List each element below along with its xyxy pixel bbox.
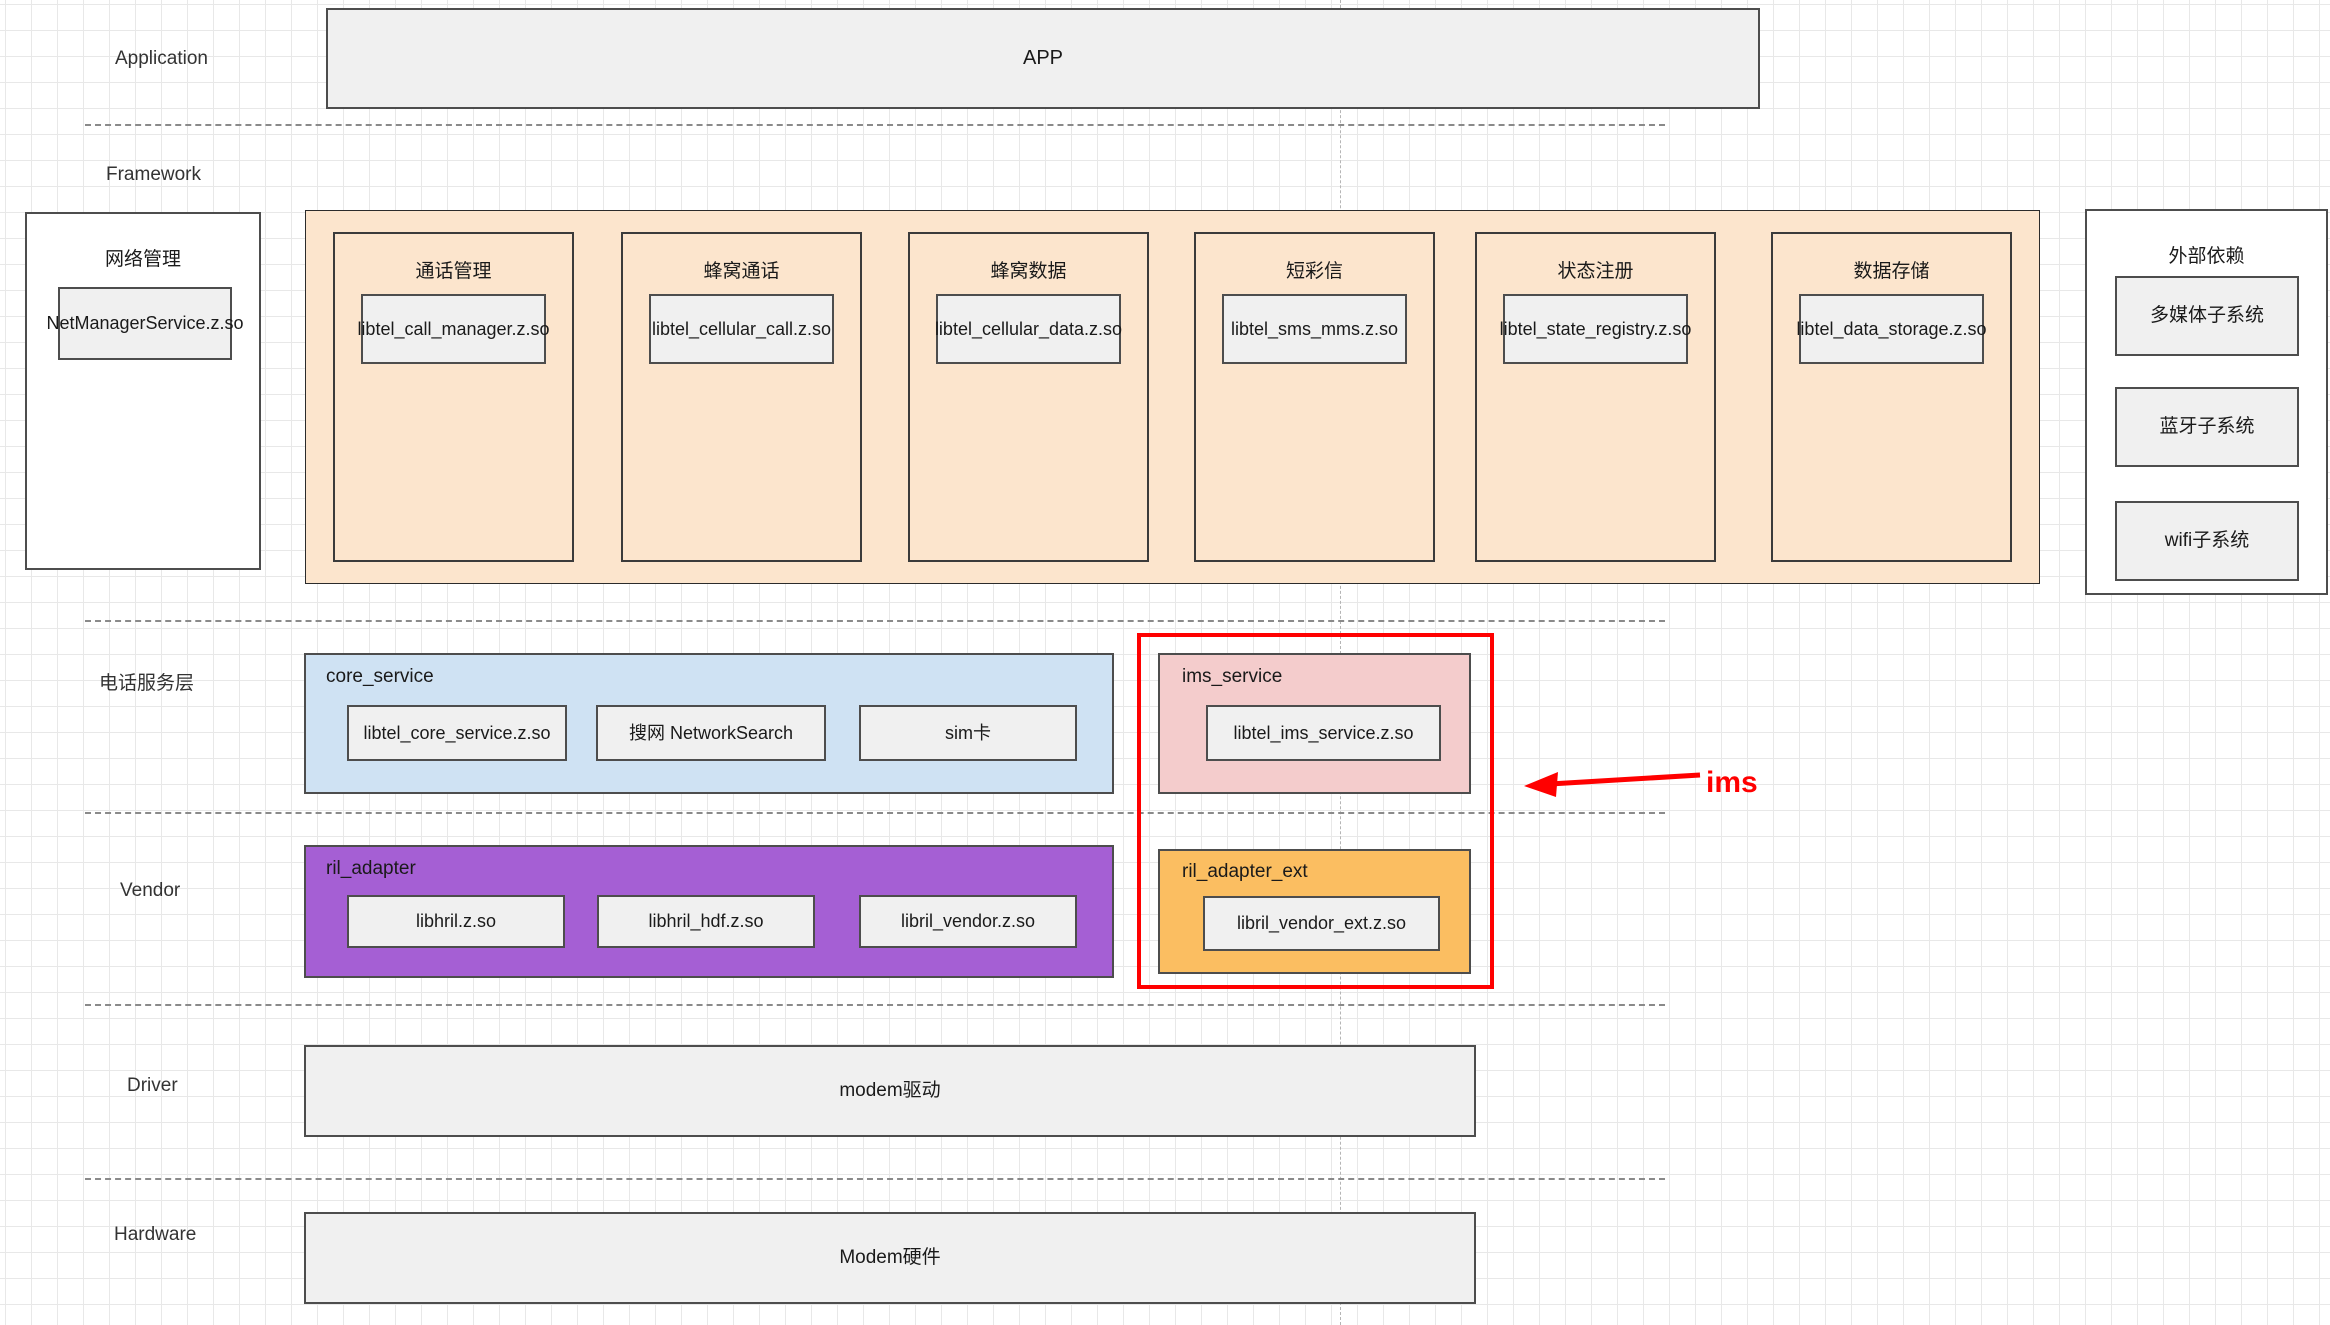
framework-card-title: 数据存储 bbox=[1853, 261, 1930, 282]
ril-adapter-item-libril-vendor[interactable]: libril_vendor.z.so bbox=[859, 895, 1077, 948]
core-service-item-network-search[interactable]: 搜网 NetworkSearch bbox=[596, 705, 826, 761]
framework-card-title: 短彩信 bbox=[1285, 261, 1343, 282]
ril-adapter-label: ril_adapter bbox=[326, 858, 416, 879]
external-dependency-multimedia[interactable]: 多媒体子系统 bbox=[2115, 276, 2299, 356]
ril-adapter-group[interactable]: ril_adapter libhril.z.so libhril_hdf.z.s… bbox=[304, 845, 1114, 978]
core-service-item-core[interactable]: libtel_core_service.z.so bbox=[347, 705, 567, 761]
layer-label-hardware: Hardware bbox=[114, 1224, 197, 1245]
core-service-label: core_service bbox=[326, 666, 434, 687]
network-manager-module[interactable]: NetManagerService.z.so bbox=[46, 287, 244, 360]
framework-band bbox=[305, 210, 2040, 584]
layer-divider-application-framework bbox=[85, 124, 1665, 126]
framework-card-title: 通话管理 bbox=[415, 261, 492, 282]
ims-highlight-rect bbox=[1137, 633, 1494, 989]
ril-adapter-ext-label: ril_adapter_ext bbox=[1182, 861, 1308, 882]
ims-service-item[interactable]: libtel_ims_service.z.so bbox=[1206, 705, 1441, 761]
ril-adapter-ext-item[interactable]: libril_vendor_ext.z.so bbox=[1203, 896, 1440, 951]
core-service-group[interactable]: core_service libtel_core_service.z.so 搜网… bbox=[304, 653, 1114, 794]
ims-annotation-label: ims bbox=[1706, 766, 1758, 799]
framework-card-module[interactable]: libtel_cellular_data.z.so bbox=[935, 294, 1122, 364]
layer-divider-framework-telephony bbox=[85, 620, 1665, 622]
framework-card-title: 状态注册 bbox=[1557, 261, 1634, 282]
framework-card-module[interactable]: libtel_state_registry.z.so bbox=[1500, 294, 1691, 364]
layer-label-driver: Driver bbox=[127, 1075, 178, 1096]
framework-card-cellular-data[interactable]: 蜂窝数据 libtel_cellular_data.z.so bbox=[908, 232, 1149, 562]
external-dependencies-container[interactable]: 外部依赖 多媒体子系统 蓝牙子系统 wifi子系统 bbox=[2085, 209, 2328, 595]
ims-annotation-arrow bbox=[1524, 772, 1701, 797]
layer-divider-vendor-driver bbox=[85, 1004, 1665, 1006]
framework-card-call-manager[interactable]: 通话管理 libtel_call_manager.z.so bbox=[333, 232, 574, 562]
hardware-box[interactable]: Modem硬件 bbox=[304, 1212, 1476, 1304]
driver-box[interactable]: modem驱动 bbox=[304, 1045, 1476, 1137]
layer-divider-driver-hardware bbox=[85, 1178, 1665, 1180]
ims-service-group[interactable]: ims_service libtel_ims_service.z.so bbox=[1158, 653, 1471, 794]
network-manager-title: 网络管理 bbox=[104, 249, 181, 270]
framework-card-state-registry[interactable]: 状态注册 libtel_state_registry.z.so bbox=[1475, 232, 1716, 562]
external-dependencies-title: 外部依赖 bbox=[2168, 246, 2245, 267]
ims-service-label: ims_service bbox=[1182, 666, 1283, 687]
framework-card-data-storage[interactable]: 数据存储 libtel_data_storage.z.so bbox=[1771, 232, 2012, 562]
framework-card-title: 蜂窝通话 bbox=[703, 261, 780, 282]
layer-divider-telephony-vendor bbox=[85, 812, 1665, 814]
network-manager-container[interactable]: 网络管理 NetManagerService.z.so bbox=[25, 212, 261, 570]
framework-card-title: 蜂窝数据 bbox=[990, 261, 1067, 282]
framework-card-module[interactable]: libtel_data_storage.z.so bbox=[1796, 294, 1987, 364]
layer-label-framework: Framework bbox=[106, 164, 202, 185]
framework-card-sms-mms[interactable]: 短彩信 libtel_sms_mms.z.so bbox=[1194, 232, 1435, 562]
ril-adapter-item-libhril-hdf[interactable]: libhril_hdf.z.so bbox=[597, 895, 815, 948]
layer-label-application: Application bbox=[115, 48, 208, 69]
framework-card-cellular-call[interactable]: 蜂窝通话 libtel_cellular_call.z.so bbox=[621, 232, 862, 562]
core-service-item-sim[interactable]: sim卡 bbox=[859, 705, 1077, 761]
layer-label-telephony-service: 电话服务层 bbox=[99, 673, 195, 694]
ril-adapter-item-libhril[interactable]: libhril.z.so bbox=[347, 895, 565, 948]
framework-card-module[interactable]: libtel_sms_mms.z.so bbox=[1222, 294, 1407, 364]
framework-card-module[interactable]: libtel_cellular_call.z.so bbox=[649, 294, 834, 364]
framework-card-module[interactable]: libtel_call_manager.z.so bbox=[357, 294, 550, 364]
external-dependency-bluetooth[interactable]: 蓝牙子系统 bbox=[2115, 387, 2299, 467]
external-dependency-wifi[interactable]: wifi子系统 bbox=[2115, 501, 2299, 581]
app-box[interactable]: APP bbox=[326, 8, 1760, 109]
layer-label-vendor: Vendor bbox=[120, 880, 181, 901]
ril-adapter-ext-group[interactable]: ril_adapter_ext libril_vendor_ext.z.so bbox=[1158, 849, 1471, 974]
